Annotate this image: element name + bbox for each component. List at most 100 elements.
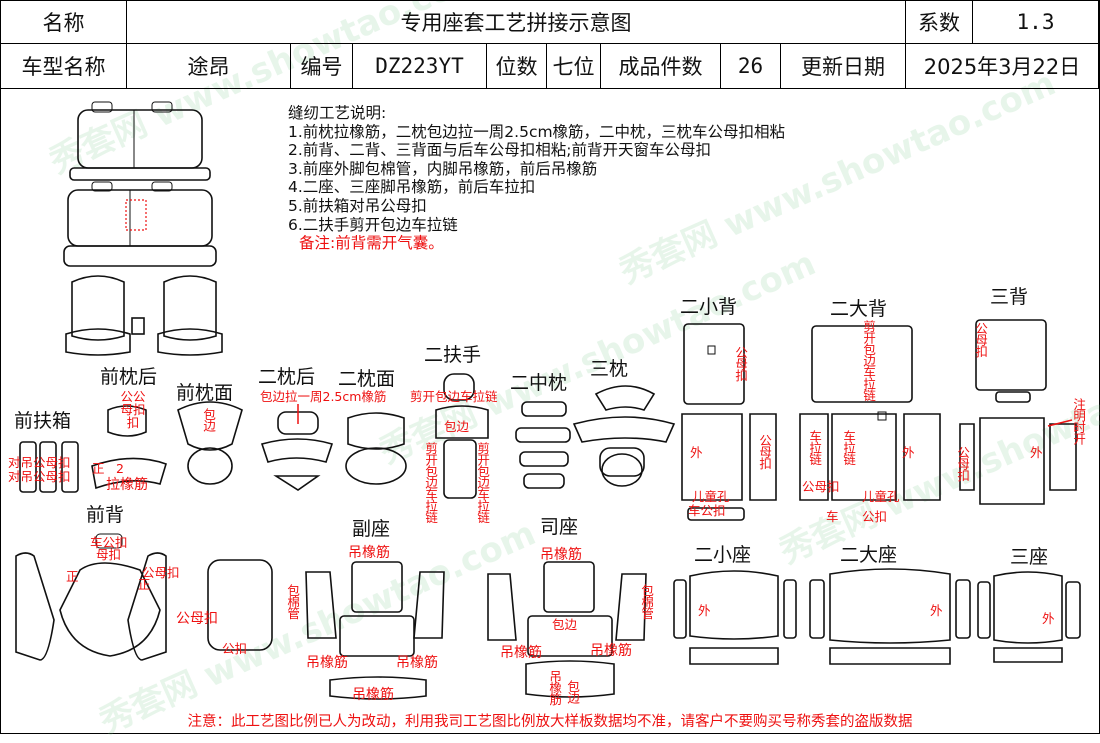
date-label: 更新日期 [780,43,906,89]
annotation: 剪开包边车拉链 [410,389,498,404]
annotation: 正 [138,577,151,592]
annotation: 对吊公母扣 [8,455,71,470]
note-item: 6.二扶手剪开包边车拉链 [288,215,458,234]
date-value: 2025年3月22日 [905,43,1099,89]
part-label: 前背 [86,504,125,526]
annotation: 外 [690,445,703,460]
annotation: 儿童孔 [862,489,900,504]
annotation: 吊橡筋 [547,670,563,705]
annotation: 公母扣 [955,446,971,481]
annotation: 公母扣 [176,611,218,627]
annotation: 剪开包边车拉链 [423,442,439,523]
annotation: 包边 [201,408,217,431]
annotation: 包棉管 [639,584,655,619]
annotation: 对吊公母扣 [8,469,71,484]
second-small-seat-pattern [673,570,797,665]
annotation: 外 [698,603,711,618]
sheet-title: 专用座套工艺拼接示意图 [126,0,906,44]
note-item: 3.前座外脚包棉管，内脚吊橡筋，前后吊橡筋 [288,159,598,178]
annotation: 车公扣 [90,535,128,550]
model-label: 车型名称 [0,43,127,89]
sewing-notes: 缝纫工艺说明: 1.前枕拉橡筋，二枕包边拉一周2.5cm橡筋，二中枕，三枕车公母… [288,104,785,253]
coef-value: 1.3 [972,0,1099,44]
annotation: 吊橡筋 [540,547,582,563]
part-label: 二扶手 [424,344,482,366]
code-value: DZ223YT [352,43,487,89]
second-big-back-pattern [799,325,941,501]
annotation: 正 [66,569,79,584]
annotation: 公母扣 [733,346,749,381]
annotation: 外 [1030,445,1043,460]
third-back-pattern [959,319,1077,505]
seats-value: 七位 [546,43,601,89]
annotation: 公扣 [862,509,888,524]
annotation: 拉橡筋 [106,477,148,493]
note-item: 2.前背、二背、三背面与后车公母扣相粘;前背开天窗车公母扣 [288,141,712,160]
part-label: 前枕面 [176,382,234,404]
annotation: 车 [826,509,839,524]
part-label: 二枕后 [258,366,316,388]
part-label: 二小座 [694,544,752,566]
annotation: 公母扣 [802,479,840,494]
annotation: 母扣 [96,547,122,562]
second-armrest-pattern [435,373,489,499]
annotation: 吊橡筋 [590,643,632,659]
annotation: 儿童孔 [692,489,730,504]
part-label: 三枕 [590,358,629,380]
passenger-seat-pattern [305,561,445,700]
header-table: 名称 专用座套工艺拼接示意图 系数 1.3 车型名称 途昂 编号 DZ223YT… [0,0,1099,89]
model-value: 途昂 [126,43,291,89]
annotation: 剪开包边车拉链 [861,320,877,401]
note-item: 5.前扶箱对吊公母扣 [288,196,427,215]
annotation: 包边 [444,419,470,434]
annotation: 剪开包边车拉链 [475,442,491,523]
annotation: 车拉链 [841,430,857,465]
annotation: 吊橡筋 [348,545,390,561]
front-back-pattern [15,533,273,661]
part-label: 二大座 [840,544,898,566]
annotation: 公公母扣扣 [120,389,146,431]
annotation: 包边 [565,680,581,703]
pieces-value: 26 [720,43,781,89]
annotation: 包棉管 [285,584,301,619]
note-item: 4.二座、三座脚吊橡筋，前后车拉扣 [288,178,536,197]
rear-bench-overview [63,101,217,267]
annotation: 公扣 [222,641,248,656]
driver-seat-pattern [487,561,647,698]
front-pillow-pattern [91,401,243,490]
third-pillow-pattern [572,385,676,487]
annotation: 外 [902,445,915,460]
annotation: 注明时开 [1071,398,1087,444]
annotation: 吊橡筋 [396,655,438,671]
annotation: 吊橡筋 [500,645,542,661]
annotation: 外 [930,603,943,618]
part-label: 二大背 [830,298,888,320]
annotation: 吊橡筋 [352,687,394,703]
notes-remark: 备注:前背需开气囊。 [299,234,444,253]
annotation: 公母扣 [142,565,180,580]
front-armrest-box-pattern [19,441,79,493]
annotation: 外 [1042,611,1055,626]
annotation: 公母扣 [973,322,989,357]
code-label: 编号 [290,43,353,89]
annotation: 公母扣 [757,434,773,469]
part-label: 二中枕 [510,372,568,394]
second-big-seat-pattern [809,568,971,665]
footer-warning: 注意：此工艺图比例已人为改动，利用我司工艺图比例放大样板数据均不准，请客户不要购… [187,714,913,730]
part-label: 司座 [540,516,579,538]
front-seats-overview [65,275,223,356]
part-label: 三座 [1010,546,1049,568]
part-label: 前枕后 [100,366,158,388]
second-small-back-pattern [681,323,777,521]
annotation: 车公扣 [688,503,726,518]
second-mid-pillow-pattern [515,401,571,489]
annotation: 包边拉一周2.5cm橡筋 [260,389,387,404]
seats-label: 位数 [486,43,547,89]
arrow-marker [1047,419,1073,427]
part-label: 前扶箱 [14,410,72,432]
annotation: 2 [116,461,124,476]
part-label: 三背 [990,286,1029,308]
part-label: 副座 [352,518,391,540]
second-pillow-pattern [260,411,407,491]
third-seat-pattern [977,571,1081,663]
